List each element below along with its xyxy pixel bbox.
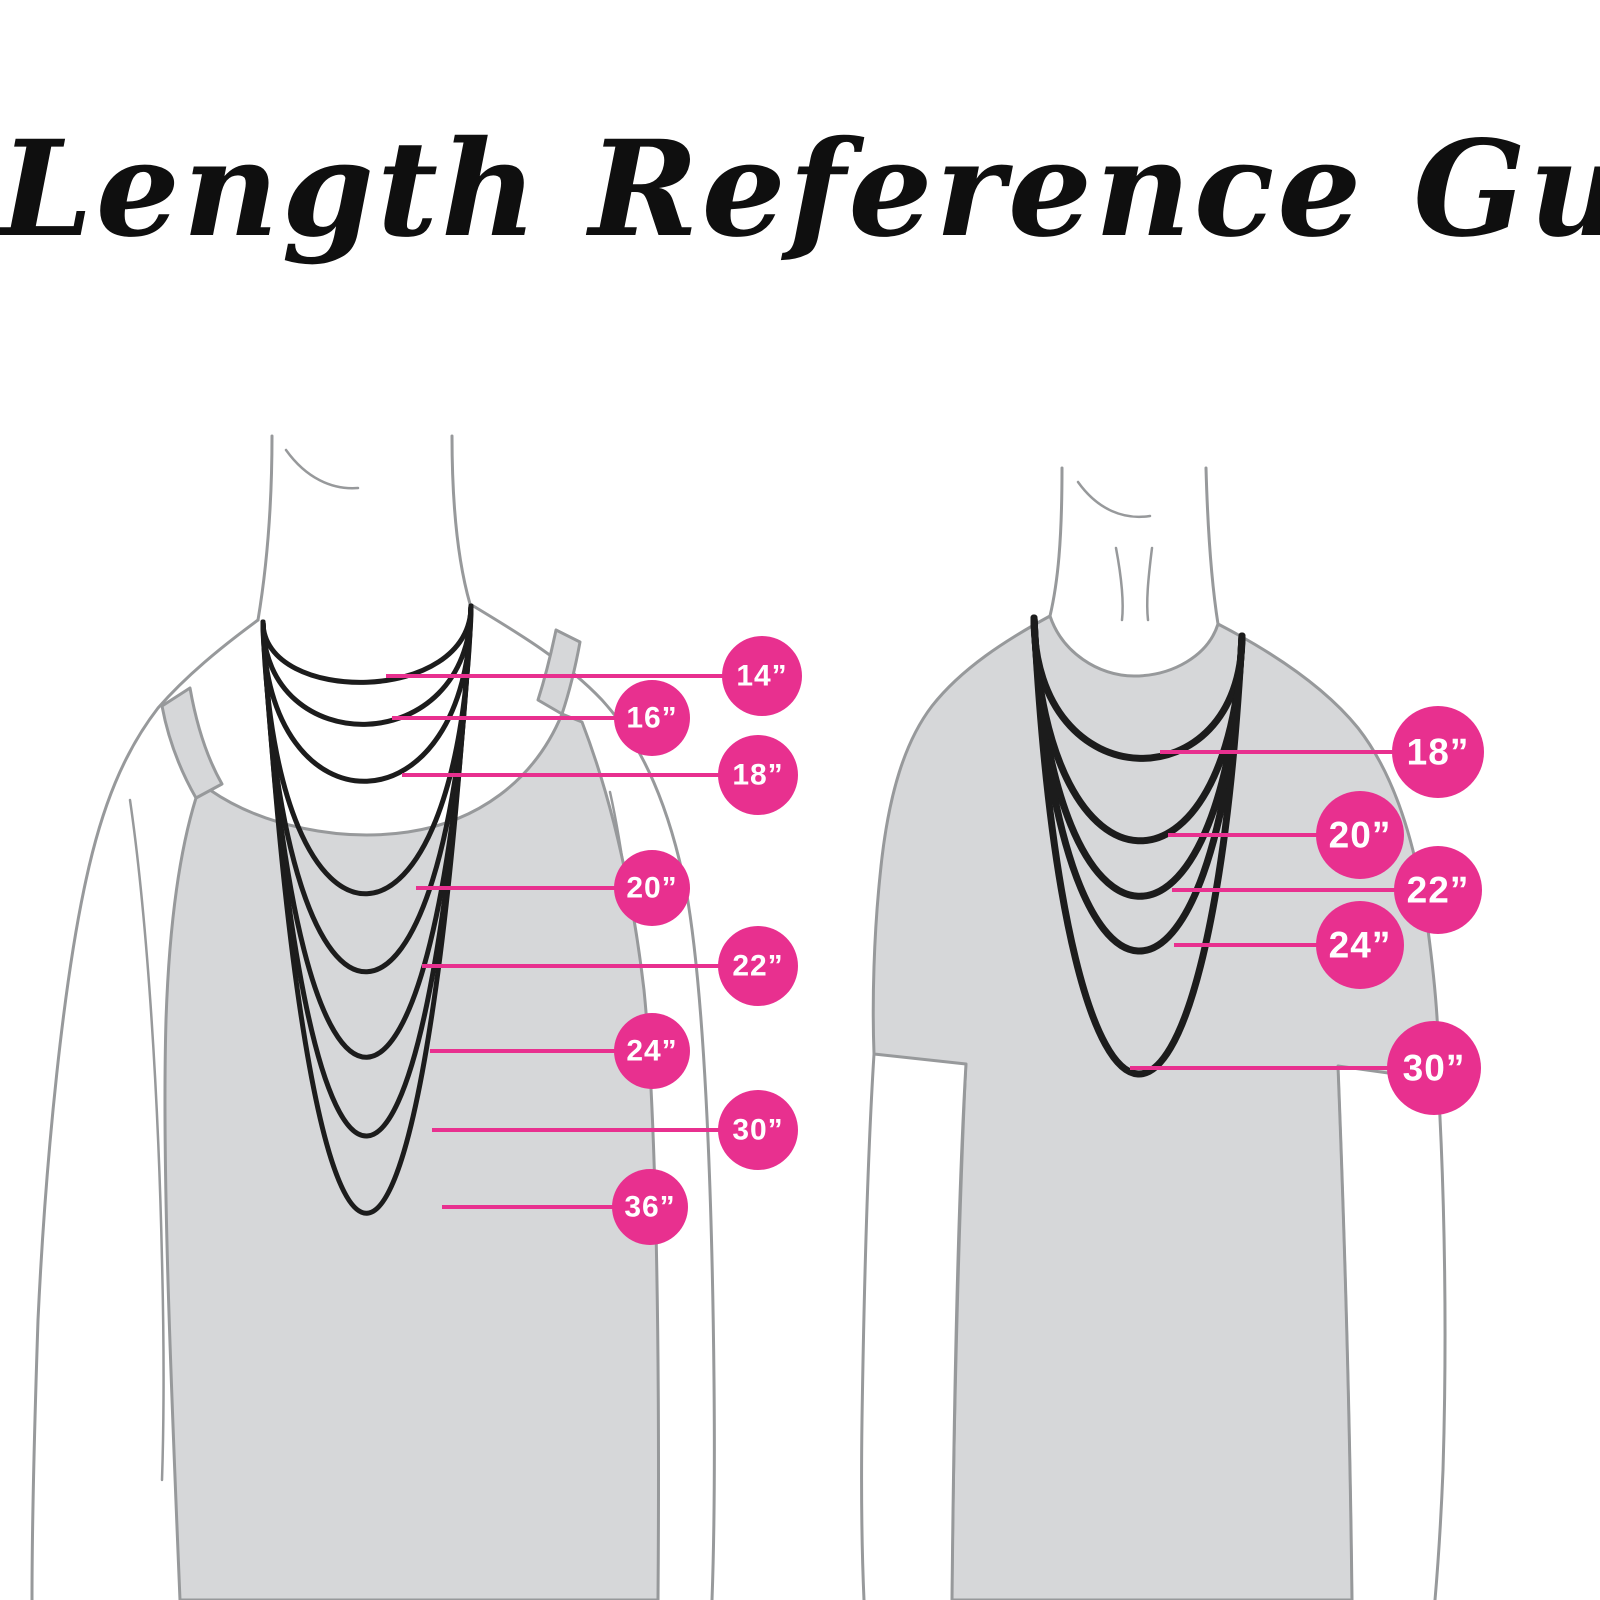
badge-man-20in: 20” — [1316, 791, 1404, 879]
woman-necklaces — [260, 603, 474, 1216]
badge-circle — [612, 1169, 688, 1245]
badge-man-18in: 18” — [1392, 706, 1484, 798]
man-throat-left-line — [1114, 546, 1124, 622]
badge-label: 22” — [1407, 870, 1470, 911]
man-right-arm-inner-line — [1336, 1064, 1354, 1600]
badge-label: 30” — [1403, 1048, 1466, 1089]
necklace-woman-36in — [260, 603, 474, 1216]
badge-label: 16” — [626, 702, 677, 735]
woman-neck-right-line — [450, 434, 472, 606]
woman-right-strap — [536, 628, 582, 716]
man-neck-right-line — [1204, 466, 1220, 626]
man-jaw-line — [1076, 480, 1152, 519]
man-left-arm-outer-line — [860, 1052, 876, 1600]
necklace-woman-22in — [260, 603, 474, 975]
badge-circle — [1394, 846, 1482, 934]
man-left-arm-inner-line — [950, 1062, 968, 1600]
necklace-woman-18in — [260, 603, 474, 784]
woman-jaw-line — [284, 448, 360, 490]
badge-man-30in: 30” — [1387, 1021, 1481, 1115]
woman-right-shoulder-arm-line — [468, 602, 716, 1600]
badge-circle — [718, 735, 798, 815]
badge-man-22in: 22” — [1394, 846, 1482, 934]
woman-neck-left-line — [256, 434, 274, 622]
badge-woman-20in: 20” — [614, 850, 690, 926]
badge-circle — [718, 1090, 798, 1170]
badge-label: 24” — [1329, 925, 1392, 966]
page-title: Length Reference Guide — [0, 112, 1600, 267]
badge-label: 30” — [732, 1114, 783, 1147]
badge-label: 24” — [626, 1035, 677, 1068]
badge-woman-30in: 30” — [718, 1090, 798, 1170]
figure-woman — [30, 434, 716, 1600]
badge-label: 14” — [736, 660, 787, 693]
badge-label: 18” — [1407, 732, 1470, 773]
badge-woman-24in: 24” — [614, 1013, 690, 1089]
necklace-woman-16in — [260, 603, 474, 727]
necklace-man-24in — [1030, 614, 1246, 955]
man-throat-right-line — [1145, 546, 1154, 622]
badge-circle — [1387, 1021, 1481, 1115]
man-neck-left-line — [1048, 466, 1064, 618]
badge-circle — [614, 1013, 690, 1089]
woman-left-strap — [160, 686, 224, 800]
necklace-man-20in — [1030, 614, 1246, 845]
badge-circle — [1316, 901, 1404, 989]
woman-left-inner-arm-line — [128, 798, 165, 1482]
badge-man-24in: 24” — [1316, 901, 1404, 989]
badge-circle — [1392, 706, 1484, 798]
badge-woman-16in: 16” — [614, 680, 690, 756]
badge-woman-18in: 18” — [718, 735, 798, 815]
badge-circle — [614, 850, 690, 926]
badge-label: 36” — [624, 1191, 675, 1224]
necklace-man-30in — [1030, 614, 1246, 1078]
badge-woman-36in: 36” — [612, 1169, 688, 1245]
man-tshirt — [871, 614, 1441, 1600]
badge-circle — [718, 926, 798, 1006]
badge-label: 22” — [732, 950, 783, 983]
woman-left-shoulder-arm-line — [30, 618, 260, 1600]
woman-annotations: 14” 16” 18” 20” 22” 24” — [386, 636, 802, 1245]
badge-woman-14in: 14” — [722, 636, 802, 716]
badge-circle — [722, 636, 802, 716]
badge-woman-22in: 22” — [718, 926, 798, 1006]
figure-man — [860, 466, 1447, 1600]
woman-tank-top — [163, 712, 660, 1600]
badge-circle — [614, 680, 690, 756]
badge-circle — [1316, 791, 1404, 879]
badge-label: 20” — [626, 872, 677, 905]
badge-label: 20” — [1329, 815, 1392, 856]
necklace-woman-14in — [260, 603, 474, 685]
badge-label: 18” — [732, 759, 783, 792]
man-necklaces — [1030, 614, 1246, 1078]
man-annotations: 18” 20” 22” 24” 30” — [1130, 706, 1484, 1115]
man-right-arm-outer-line — [1433, 1078, 1447, 1600]
necklace-woman-20in — [260, 603, 474, 897]
necklace-man-18in — [1030, 614, 1246, 762]
